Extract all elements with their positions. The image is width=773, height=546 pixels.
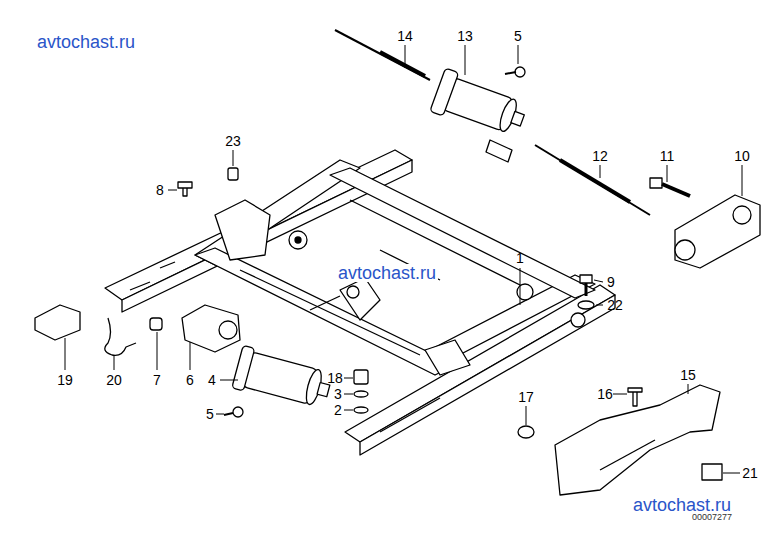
bracket — [340, 278, 380, 320]
callout-number: 8 — [156, 183, 164, 197]
cross-member — [195, 248, 455, 375]
bolt-head — [650, 178, 662, 188]
callout-number: 14 — [397, 29, 413, 43]
callout-number: 4 — [208, 373, 216, 387]
cross-member — [330, 168, 595, 298]
screw-thread — [224, 413, 233, 415]
pivot — [571, 313, 585, 327]
bracket — [215, 200, 270, 260]
callout-number: 12 — [592, 149, 608, 163]
plug — [150, 318, 162, 330]
callout-number: 22 — [607, 298, 623, 312]
slot — [130, 282, 150, 290]
rubber-buffer — [354, 370, 368, 384]
motor — [430, 68, 530, 142]
screw-head — [233, 407, 243, 417]
drawing-number: 00007277 — [692, 513, 732, 522]
connector-plug — [486, 140, 512, 162]
screw-head — [515, 67, 525, 77]
cross-bar — [240, 270, 420, 355]
slot — [310, 296, 340, 310]
washer — [354, 391, 368, 397]
callout-number: 6 — [186, 373, 194, 387]
trim-cover — [555, 385, 720, 495]
callout-number: 5 — [514, 29, 522, 43]
callout-number: 9 — [607, 275, 615, 289]
callout-number: 21 — [742, 466, 758, 480]
nut — [354, 407, 368, 413]
callout-number: 11 — [660, 149, 675, 163]
cable-sleeve — [560, 160, 630, 202]
motor — [232, 345, 334, 412]
clip — [628, 388, 642, 406]
callout-number: 1 — [516, 251, 524, 265]
callout-number: 17 — [518, 390, 534, 404]
gear — [289, 231, 307, 249]
drive-cable — [535, 145, 650, 215]
watermark: avtochast.ru — [336, 264, 438, 282]
callout-number: 18 — [327, 371, 343, 385]
bolt-shank — [585, 283, 588, 296]
watermark: avtochast.ru — [35, 33, 137, 51]
bolt-shank — [662, 184, 690, 196]
callout-number: 16 — [597, 387, 613, 401]
gearbox — [182, 305, 240, 352]
bracket — [425, 340, 470, 375]
screw — [178, 182, 192, 196]
callout-number: 20 — [106, 373, 122, 387]
leader-lines — [65, 45, 742, 473]
slot — [380, 398, 440, 432]
watermark: avtochast.ru — [631, 496, 733, 514]
slot — [160, 262, 175, 268]
sleeve — [228, 168, 238, 180]
bracket — [35, 305, 80, 340]
cable-sleeve — [380, 52, 425, 76]
rail — [345, 285, 615, 442]
cover-edge — [600, 440, 655, 470]
callout-number: 2 — [334, 403, 342, 417]
gearbox — [675, 195, 760, 268]
cap — [518, 426, 534, 438]
bolt-head — [580, 275, 592, 283]
callout-number: 5 — [206, 407, 214, 421]
callout-number: 3 — [334, 387, 342, 401]
callout-number: 15 — [680, 368, 696, 382]
spring — [105, 318, 136, 355]
callout-number: 23 — [225, 134, 241, 148]
callout-number: 19 — [57, 373, 73, 387]
drive-cable — [335, 30, 430, 80]
callout-number: 10 — [734, 149, 750, 163]
clip — [702, 464, 722, 480]
pivot — [347, 286, 359, 298]
washer — [578, 301, 594, 309]
screw-thread — [505, 72, 516, 74]
rail — [360, 295, 615, 455]
callout-number: 7 — [153, 373, 161, 387]
gear — [517, 284, 533, 300]
callout-number: 13 — [457, 29, 473, 43]
gear-hub — [295, 237, 301, 243]
